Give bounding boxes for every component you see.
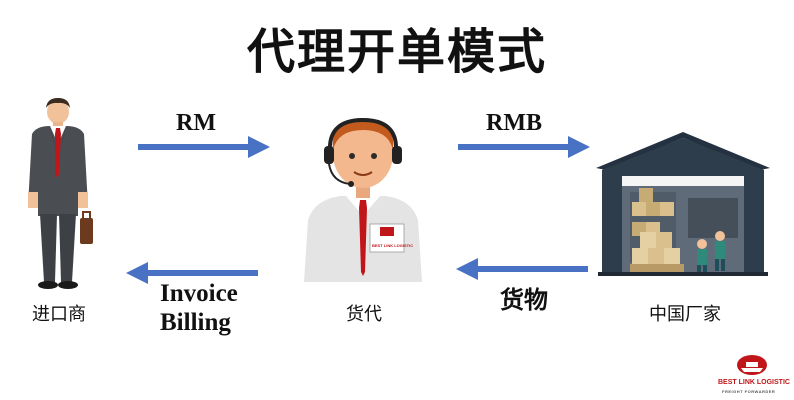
arrow-right-top-left <box>138 136 270 158</box>
logo-name: BEST LINK LOGISTIC <box>718 379 790 386</box>
node-label-forwarder: 货代 <box>346 304 382 325</box>
warehouse-figure <box>596 132 770 276</box>
arrow-label-billing: Billing <box>160 309 231 336</box>
arrow-left-bottom-right <box>456 258 588 280</box>
node-label-importer: 进口商 <box>32 304 86 325</box>
logo-tagline: FREIGHT FORWARDER <box>722 389 776 394</box>
arrow-label-invoice: Invoice <box>160 280 238 307</box>
arrow-right-top-right <box>458 136 590 158</box>
arrow-label-rmb: RMB <box>486 110 542 136</box>
node-label-factory: 中国厂家 <box>649 304 721 325</box>
company-logo-icon <box>737 355 767 375</box>
importer-figure <box>28 98 93 289</box>
forwarder-badge-text: BEST LINK LOGISTIC <box>372 243 414 248</box>
forwarder-figure <box>304 117 422 282</box>
arrow-label-goods: 货物 <box>500 286 548 314</box>
arrow-label-rm: RM <box>176 110 216 136</box>
arrow-left-bottom-left <box>126 262 258 284</box>
page-title: 代理开单模式 <box>246 24 547 80</box>
